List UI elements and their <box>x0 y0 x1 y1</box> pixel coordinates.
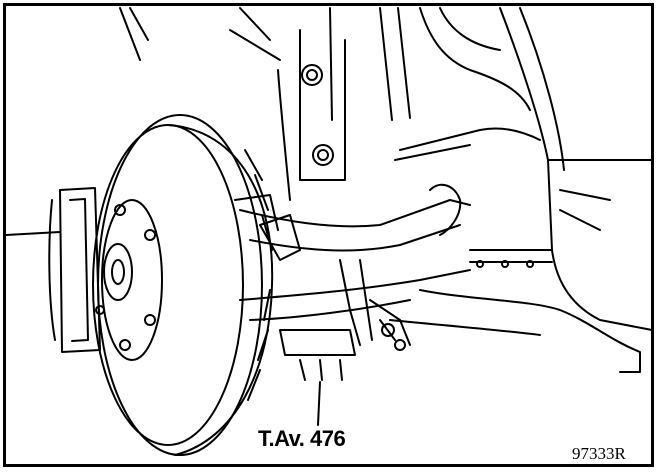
tool-leader-line <box>317 381 321 426</box>
strut-and-pipes <box>119 7 541 201</box>
brake-disc <box>92 114 274 456</box>
figure-border <box>3 3 654 467</box>
body-panel <box>389 7 653 373</box>
reference-number: 97333R <box>572 444 626 463</box>
lower-arm <box>234 183 471 381</box>
hub-caliper <box>5 187 101 353</box>
tool-label: T.Av. 476 <box>258 426 346 451</box>
